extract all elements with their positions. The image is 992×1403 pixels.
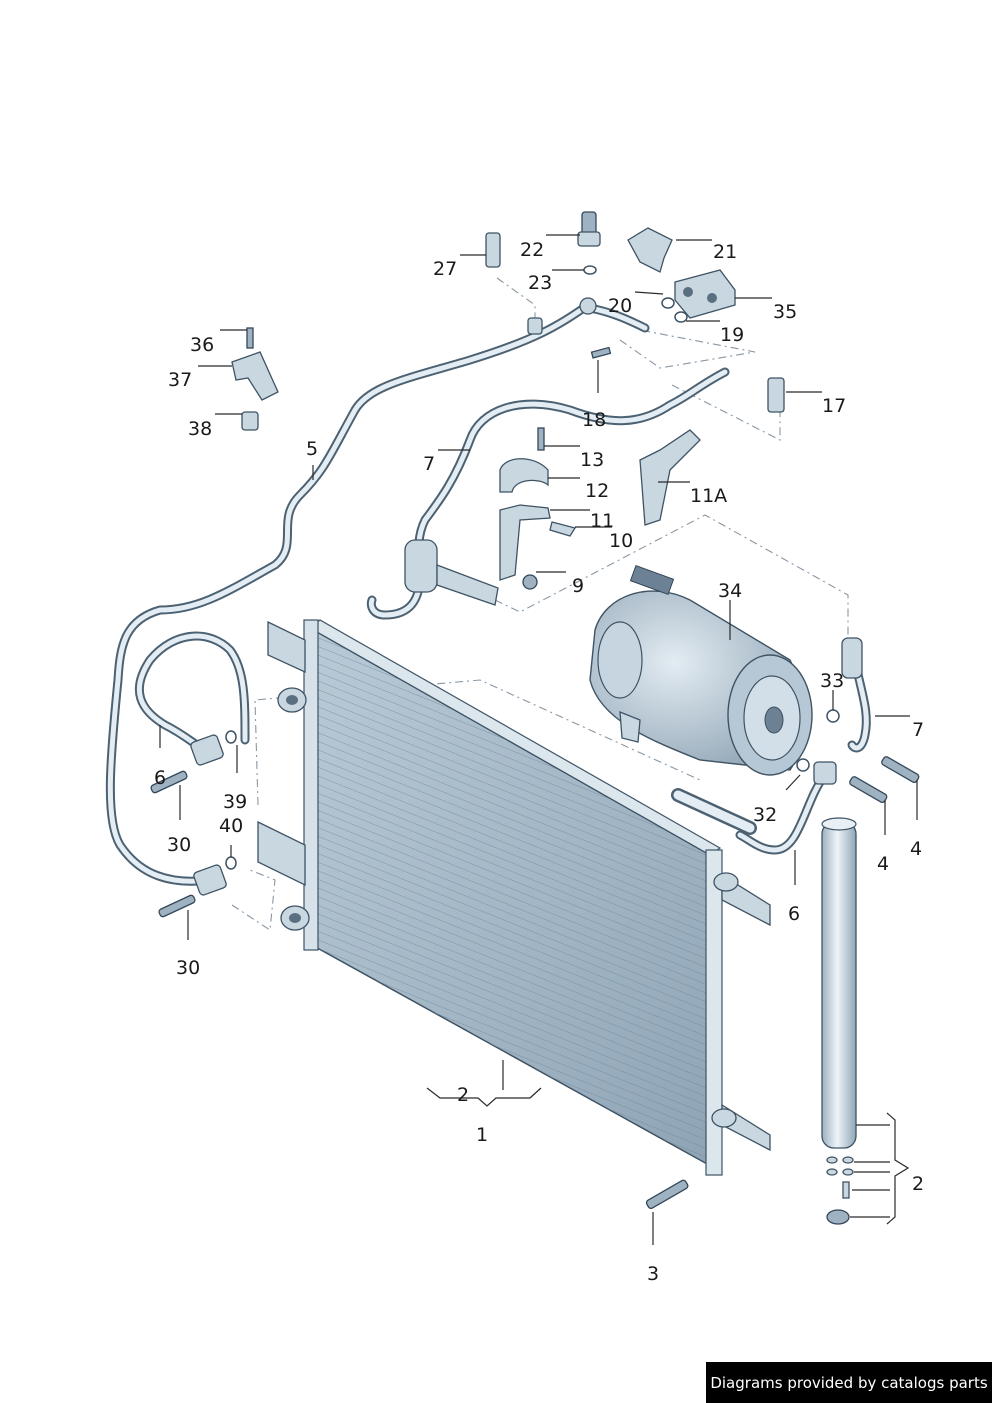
callout-4-b: 4	[910, 838, 922, 860]
callout-11: 11	[590, 510, 614, 532]
condenser	[257, 619, 771, 1176]
callout-1: 1	[476, 1124, 488, 1146]
callout-7-right: 7	[912, 719, 924, 741]
callout-39: 39	[223, 791, 247, 813]
callout-27: 27	[433, 258, 457, 280]
credit-banner: Diagrams provided by catalogs parts	[706, 1362, 992, 1403]
callout-30-upper: 30	[167, 834, 191, 856]
callout-23: 23	[528, 272, 552, 294]
callout-leaders	[159, 234, 918, 1245]
callout-4-a: 4	[877, 853, 889, 875]
callout-33: 33	[820, 670, 844, 692]
callout-32: 32	[753, 804, 777, 826]
callout-3: 3	[647, 1263, 659, 1285]
callout-11A: 11A	[690, 485, 727, 507]
callout-21: 21	[713, 241, 737, 263]
small-parts	[150, 211, 920, 1210]
callout-38: 38	[188, 418, 212, 440]
callout-6-left: 6	[154, 767, 166, 789]
callout-5: 5	[306, 438, 318, 460]
callout-30-lower: 30	[176, 957, 200, 979]
callout-34: 34	[718, 580, 742, 602]
callout-7-upper: 7	[423, 453, 435, 475]
callout-2-right: 2	[912, 1173, 924, 1195]
callout-13: 13	[580, 449, 604, 471]
callout-12: 12	[585, 480, 609, 502]
callout-40: 40	[219, 815, 243, 837]
callout-6-right: 6	[788, 903, 800, 925]
refrigerant-lines	[105, 300, 871, 886]
callout-18: 18	[582, 409, 606, 431]
callout-20: 20	[608, 295, 632, 317]
callout-17: 17	[822, 395, 846, 417]
callout-19: 19	[720, 324, 744, 346]
callout-22: 22	[520, 239, 544, 261]
receiver-dryer	[821, 817, 857, 1225]
callout-37: 37	[168, 369, 192, 391]
credit-text: Diagrams provided by catalogs parts	[710, 1373, 988, 1392]
callout-labels: 27 22 23 21 20 35 19 36 37 38 5 18 17 7 …	[154, 239, 924, 1285]
callout-9: 9	[572, 575, 584, 597]
callout-2-left: 2	[457, 1084, 469, 1106]
callout-10: 10	[609, 530, 633, 552]
callout-36: 36	[190, 334, 214, 356]
callout-35: 35	[773, 301, 797, 323]
compressor	[589, 565, 813, 776]
